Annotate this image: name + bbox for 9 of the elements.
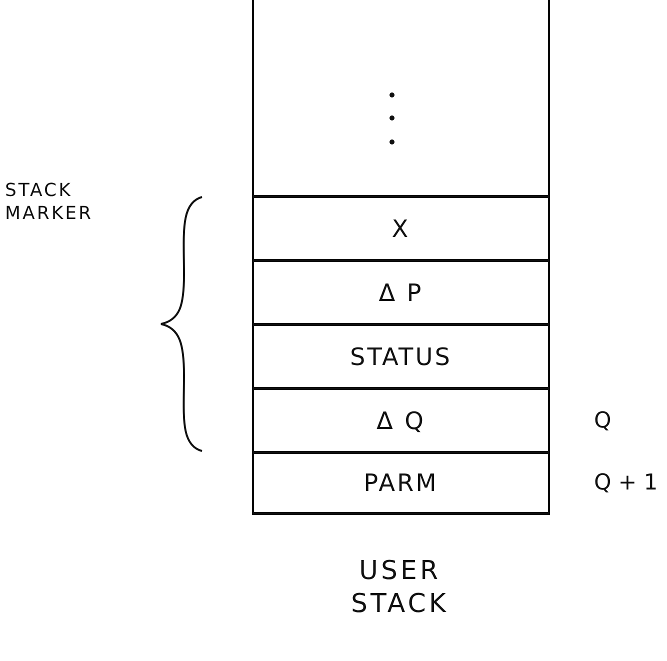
address-label: Q + 1: [594, 470, 658, 496]
cell-text: Δ Q: [376, 406, 426, 434]
address-label: Q: [594, 408, 612, 433]
brace-label: STACK MARKER: [5, 180, 94, 225]
caption: USER STACK: [350, 555, 450, 620]
cell-text: Δ P: [378, 278, 424, 306]
cell-text: PARM: [364, 469, 438, 497]
cell-text: STATUS: [350, 342, 452, 370]
cell-text: X: [392, 214, 410, 242]
